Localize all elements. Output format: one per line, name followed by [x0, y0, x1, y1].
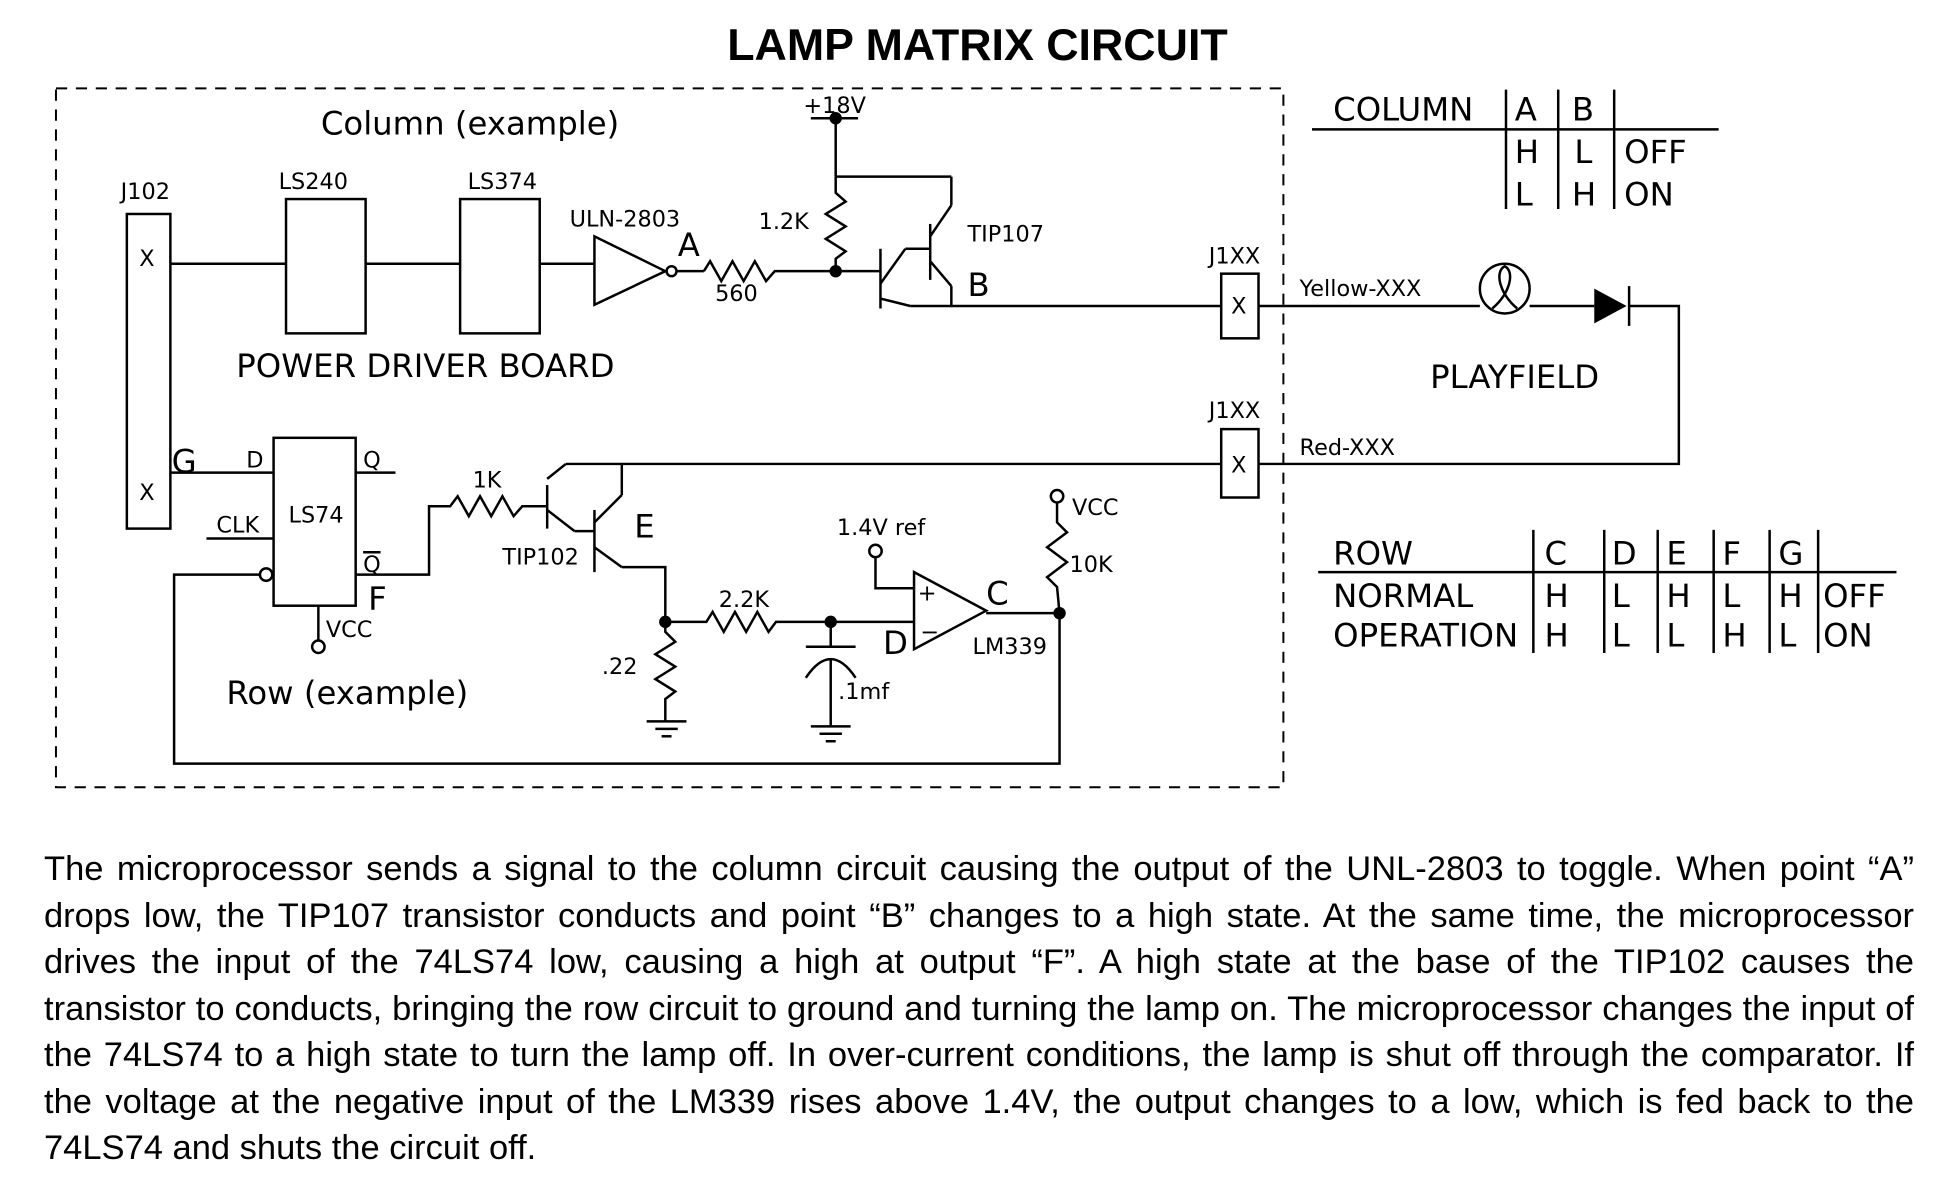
j1xx-top-label: J1XX: [1207, 244, 1261, 270]
column-truth-table: COLUMN A B H L OFF L H ON: [1311, 89, 1719, 213]
ls374-label: LS374: [468, 169, 537, 195]
point-a-label: A: [678, 226, 700, 264]
resistor-560: [702, 258, 834, 284]
j102-label: J102: [119, 179, 170, 205]
svg-text:D: D: [1612, 535, 1637, 573]
point-g-label: G: [172, 443, 197, 481]
ls374-chip: [458, 197, 541, 335]
j1xx-bottom-label: J1XX: [1207, 398, 1261, 424]
resistor-1k-label: 1K: [473, 468, 503, 494]
uln2803-inverter: [593, 234, 669, 307]
point-d-label: D: [883, 624, 908, 662]
svg-text:.22: .22: [602, 654, 638, 680]
svg-text:L: L: [1666, 617, 1684, 655]
row-truth-table: ROW C D E F G NORMAL H L H L H OFF OPERA…: [1318, 529, 1897, 655]
resistor-10k: [1045, 502, 1070, 614]
resistor-560-label: 560: [715, 281, 758, 307]
column-section-label: Column (example): [321, 104, 619, 142]
point-c-label: C: [986, 574, 1009, 612]
svg-text:OFF: OFF: [1823, 577, 1886, 615]
uln2803-label: ULN-2803: [570, 206, 681, 232]
svg-text:B: B: [1572, 91, 1594, 129]
svg-text:Q: Q: [363, 552, 381, 578]
svg-text:E: E: [1666, 535, 1686, 573]
svg-text:H: H: [1545, 577, 1569, 615]
ref-label: 1.4V ref: [837, 515, 926, 541]
svg-text:L: L: [1574, 133, 1592, 171]
resistor-022: [653, 621, 678, 722]
svg-text:−: −: [920, 619, 939, 645]
ls74-label: LS74: [289, 502, 344, 528]
svg-text:ON: ON: [1823, 617, 1873, 655]
svg-text:CLK: CLK: [216, 512, 260, 538]
svg-text:H: H: [1572, 175, 1596, 213]
svg-text:.1mf: .1mf: [838, 679, 890, 705]
point-f-label: F: [368, 579, 387, 617]
svg-text:X: X: [1231, 453, 1246, 479]
lm339-label: LM339: [972, 634, 1046, 660]
svg-text:10K: 10K: [1069, 552, 1113, 578]
svg-text:L: L: [1612, 577, 1630, 615]
point-e-label: E: [634, 507, 654, 545]
red-wire-label: Red-XXX: [1300, 435, 1395, 461]
j102-pin-top: X: [139, 246, 154, 272]
ls74-flipflop: [272, 436, 357, 607]
diagram-title: LAMP MATRIX CIRCUIT: [727, 20, 1228, 70]
svg-text:L: L: [1722, 577, 1740, 615]
svg-text:H: H: [1515, 133, 1539, 171]
svg-text:Q: Q: [363, 448, 381, 474]
svg-text:VCC: VCC: [326, 617, 373, 643]
svg-text:F: F: [1722, 535, 1741, 573]
svg-text:H: H: [1778, 577, 1802, 615]
svg-text:C: C: [1545, 535, 1568, 573]
svg-text:NORMAL: NORMAL: [1333, 577, 1473, 615]
resistor-2-2k-label: 2.2K: [719, 587, 771, 613]
resistor-1-2k-label: 1.2K: [759, 209, 811, 235]
svg-text:COLUMN: COLUMN: [1333, 91, 1473, 129]
playfield-label: PLAYFIELD: [1430, 358, 1599, 396]
diode-icon: [1594, 288, 1627, 324]
resistor-1-2k: [823, 176, 848, 272]
svg-text:L: L: [1612, 617, 1630, 655]
svg-text:H: H: [1722, 617, 1746, 655]
svg-text:G: G: [1778, 535, 1803, 573]
svg-text:VCC: VCC: [1072, 495, 1119, 521]
power-driver-board-label: POWER DRIVER BOARD: [236, 347, 614, 385]
svg-text:D: D: [246, 448, 263, 474]
ls240-label: LS240: [279, 169, 348, 195]
lamp-icon: [1478, 262, 1531, 315]
svg-text:L: L: [1778, 617, 1796, 655]
yellow-wire-label: Yellow-XXX: [1299, 276, 1422, 302]
tip102-label: TIP102: [501, 545, 578, 571]
svg-text:ON: ON: [1624, 175, 1674, 213]
svg-text:H: H: [1545, 617, 1569, 655]
svg-text:L: L: [1515, 175, 1533, 213]
tip107-label: TIP107: [967, 221, 1044, 247]
lm339-comparator: [912, 570, 989, 652]
ls240-chip: [284, 197, 367, 335]
description-paragraph: The microprocessor sends a signal to the…: [44, 850, 1914, 1167]
point-b-label: B: [968, 266, 990, 304]
svg-text:+: +: [918, 581, 937, 607]
circuit-description: The microprocessor sends a signal to the…: [44, 846, 1914, 1172]
svg-text:ROW: ROW: [1333, 535, 1413, 573]
svg-text:OPERATION: OPERATION: [1333, 617, 1518, 655]
svg-text:H: H: [1666, 577, 1690, 615]
power-driver-board-border: [54, 87, 1285, 789]
row-section-label: Row (example): [226, 674, 468, 712]
j102-pin-bottom: X: [139, 480, 154, 506]
svg-text:OFF: OFF: [1624, 133, 1687, 171]
svg-text:X: X: [1231, 293, 1246, 319]
j102-connector: [125, 212, 172, 530]
svg-text:A: A: [1515, 91, 1537, 129]
